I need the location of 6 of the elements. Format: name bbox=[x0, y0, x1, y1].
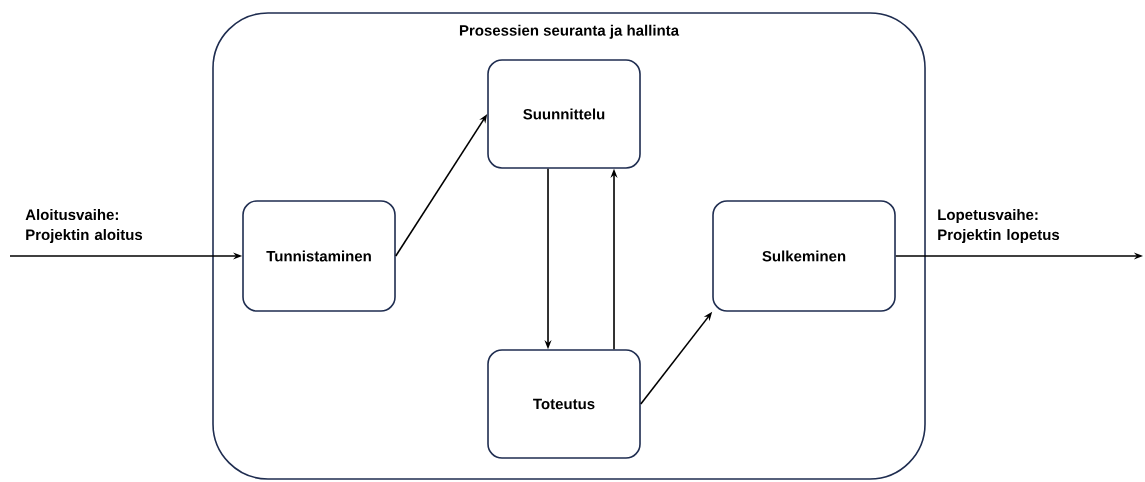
process-box: Suunnittelu bbox=[487, 59, 641, 169]
edge-label: Aloitusvaihe: Projektin aloitus bbox=[25, 209, 143, 243]
process-box: Sulkeminen bbox=[712, 200, 896, 312]
edge-label: Lopetusvaihe: Projektin lopetus bbox=[938, 209, 1060, 243]
process-box: Toteutus bbox=[487, 349, 641, 459]
process-box: Tunnistaminen bbox=[242, 200, 396, 312]
